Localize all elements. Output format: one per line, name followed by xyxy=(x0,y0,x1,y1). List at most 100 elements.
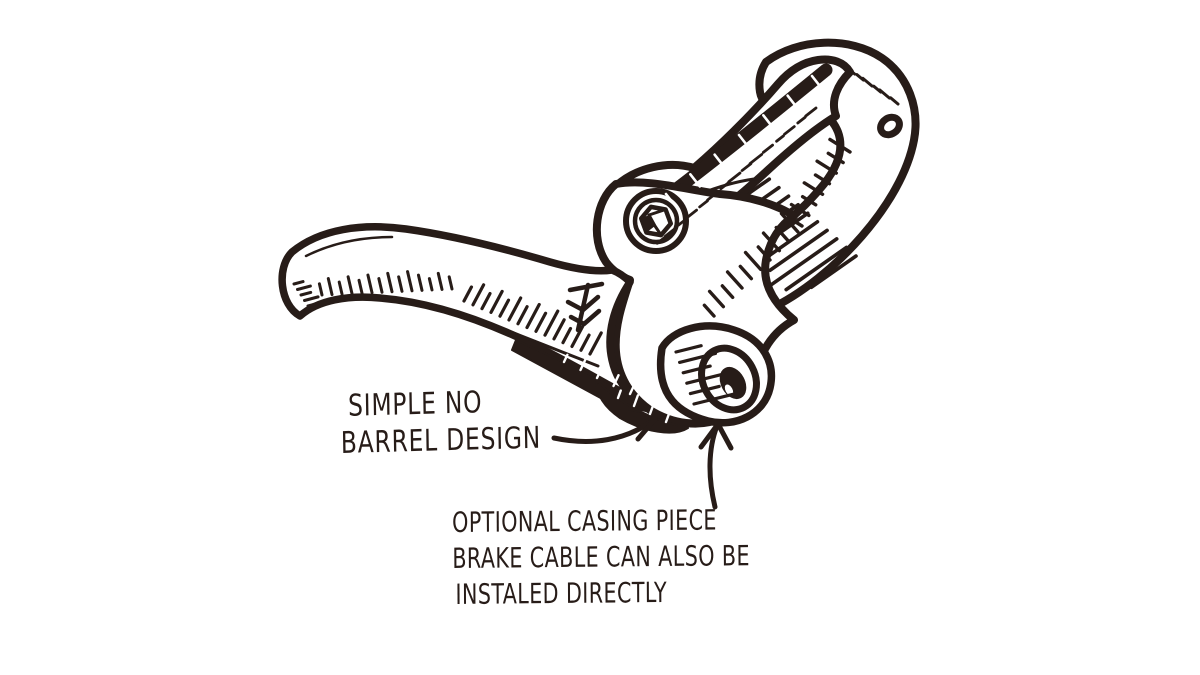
hatch-line xyxy=(762,114,773,127)
hatch-line xyxy=(579,333,591,352)
hatch-line xyxy=(809,254,858,290)
hatch-line xyxy=(552,318,566,341)
hatch-line xyxy=(828,137,852,154)
clamp-tip-hole xyxy=(877,113,903,139)
hatch-line xyxy=(674,344,703,354)
hatch-line xyxy=(748,153,764,165)
casing-arrow xyxy=(698,421,734,510)
hatch-line xyxy=(346,275,354,296)
hatch-line xyxy=(725,270,744,290)
hatch-line xyxy=(357,278,364,295)
hatch-line xyxy=(813,173,832,186)
hatch-line xyxy=(713,153,724,166)
hatch-line xyxy=(677,351,718,364)
hatch-line xyxy=(756,245,772,262)
hatch-line xyxy=(677,218,688,227)
hatch-line xyxy=(861,76,874,88)
hatch-line xyxy=(759,237,839,294)
hatch-line xyxy=(427,277,434,292)
hatch-line xyxy=(292,280,305,286)
hatch-line xyxy=(306,301,320,308)
hatch-line xyxy=(775,134,785,143)
label-casing-line1: OPTIONAL CASING PIECE xyxy=(452,503,717,539)
hatch-line xyxy=(570,324,585,349)
hatch-line xyxy=(386,271,394,294)
label-no-barrel-line2: BARREL DESIGN xyxy=(340,420,542,461)
arm-hatch xyxy=(655,106,818,245)
clamp-band-hatch xyxy=(702,61,900,318)
hatch-line xyxy=(761,231,782,253)
label-no-barrel: SIMPLE NO BARREL DESIGN xyxy=(340,383,542,462)
hatch-line xyxy=(516,305,529,326)
hatch-line xyxy=(783,125,796,136)
blade-top-accent xyxy=(304,235,394,258)
hatch-line xyxy=(740,162,753,172)
hatch-line xyxy=(436,271,444,291)
blade-asterisk-mark xyxy=(565,281,605,333)
hatch-line xyxy=(788,216,804,228)
hatch-line xyxy=(612,374,620,388)
hatch-line xyxy=(326,277,334,297)
hatch-line xyxy=(561,326,573,345)
hatch-line xyxy=(738,264,754,281)
no-barrel-arrow xyxy=(551,410,658,444)
label-no-barrel-line1: SIMPLE NO xyxy=(347,385,483,424)
hatch-line xyxy=(337,280,344,296)
hatch-line xyxy=(719,180,731,191)
hatch-line xyxy=(720,284,735,300)
hatch-line xyxy=(543,309,560,337)
hatch-line xyxy=(616,389,622,400)
hatch-line xyxy=(579,358,587,372)
hatch-line xyxy=(471,283,486,307)
hatch-line xyxy=(655,236,666,245)
hatch-line xyxy=(588,331,603,356)
hatch-line xyxy=(632,394,640,408)
hatch-line xyxy=(416,273,424,292)
hatch-line xyxy=(802,181,825,196)
hatch-line xyxy=(768,228,829,273)
slot-edge-line xyxy=(504,328,600,368)
lever-blade xyxy=(278,223,644,406)
hatch-line xyxy=(507,296,523,322)
hatch-line xyxy=(844,65,857,76)
hatch-line xyxy=(692,392,736,406)
hatch-line xyxy=(664,192,674,204)
hatch-line xyxy=(296,284,312,291)
hatch-line xyxy=(681,364,712,375)
hatch-line xyxy=(303,295,320,302)
label-optional-casing: OPTIONAL CASING PIECE BRAKE CABLE CAN AL… xyxy=(452,502,750,613)
hatch-line xyxy=(534,311,548,333)
hatch-line xyxy=(480,291,492,311)
white-slits xyxy=(562,74,822,424)
hatch-line xyxy=(784,245,849,292)
hatch-line xyxy=(707,289,726,309)
hatch-line xyxy=(804,106,818,118)
hatch-line xyxy=(737,133,751,150)
hatch-line xyxy=(743,250,763,272)
hatch-line xyxy=(525,302,541,330)
hatch-line xyxy=(663,227,677,238)
hatch-line xyxy=(800,194,818,207)
hatch-line xyxy=(498,298,511,318)
hatch-line xyxy=(406,270,414,293)
hatch-line xyxy=(688,384,721,396)
hatch-line xyxy=(299,290,313,297)
hatch-line xyxy=(698,199,709,209)
label-casing-line2: BRAKE CABLE CAN ALSO BE xyxy=(452,539,750,575)
hatch-line xyxy=(878,88,891,100)
body-belly-shadow xyxy=(595,379,689,434)
blade-hatch xyxy=(292,270,603,356)
hatch-line xyxy=(786,94,800,111)
hatch-line xyxy=(462,285,474,303)
hatch-line xyxy=(889,96,900,106)
hatch-line xyxy=(377,277,384,294)
hatch-line xyxy=(815,159,838,175)
hatch-line xyxy=(826,151,845,165)
hex-bolt-facet xyxy=(641,215,655,233)
hatch-line xyxy=(317,282,324,297)
barrel-hatch xyxy=(674,344,736,406)
hatch-line xyxy=(779,211,800,234)
hatch-line xyxy=(648,404,655,416)
